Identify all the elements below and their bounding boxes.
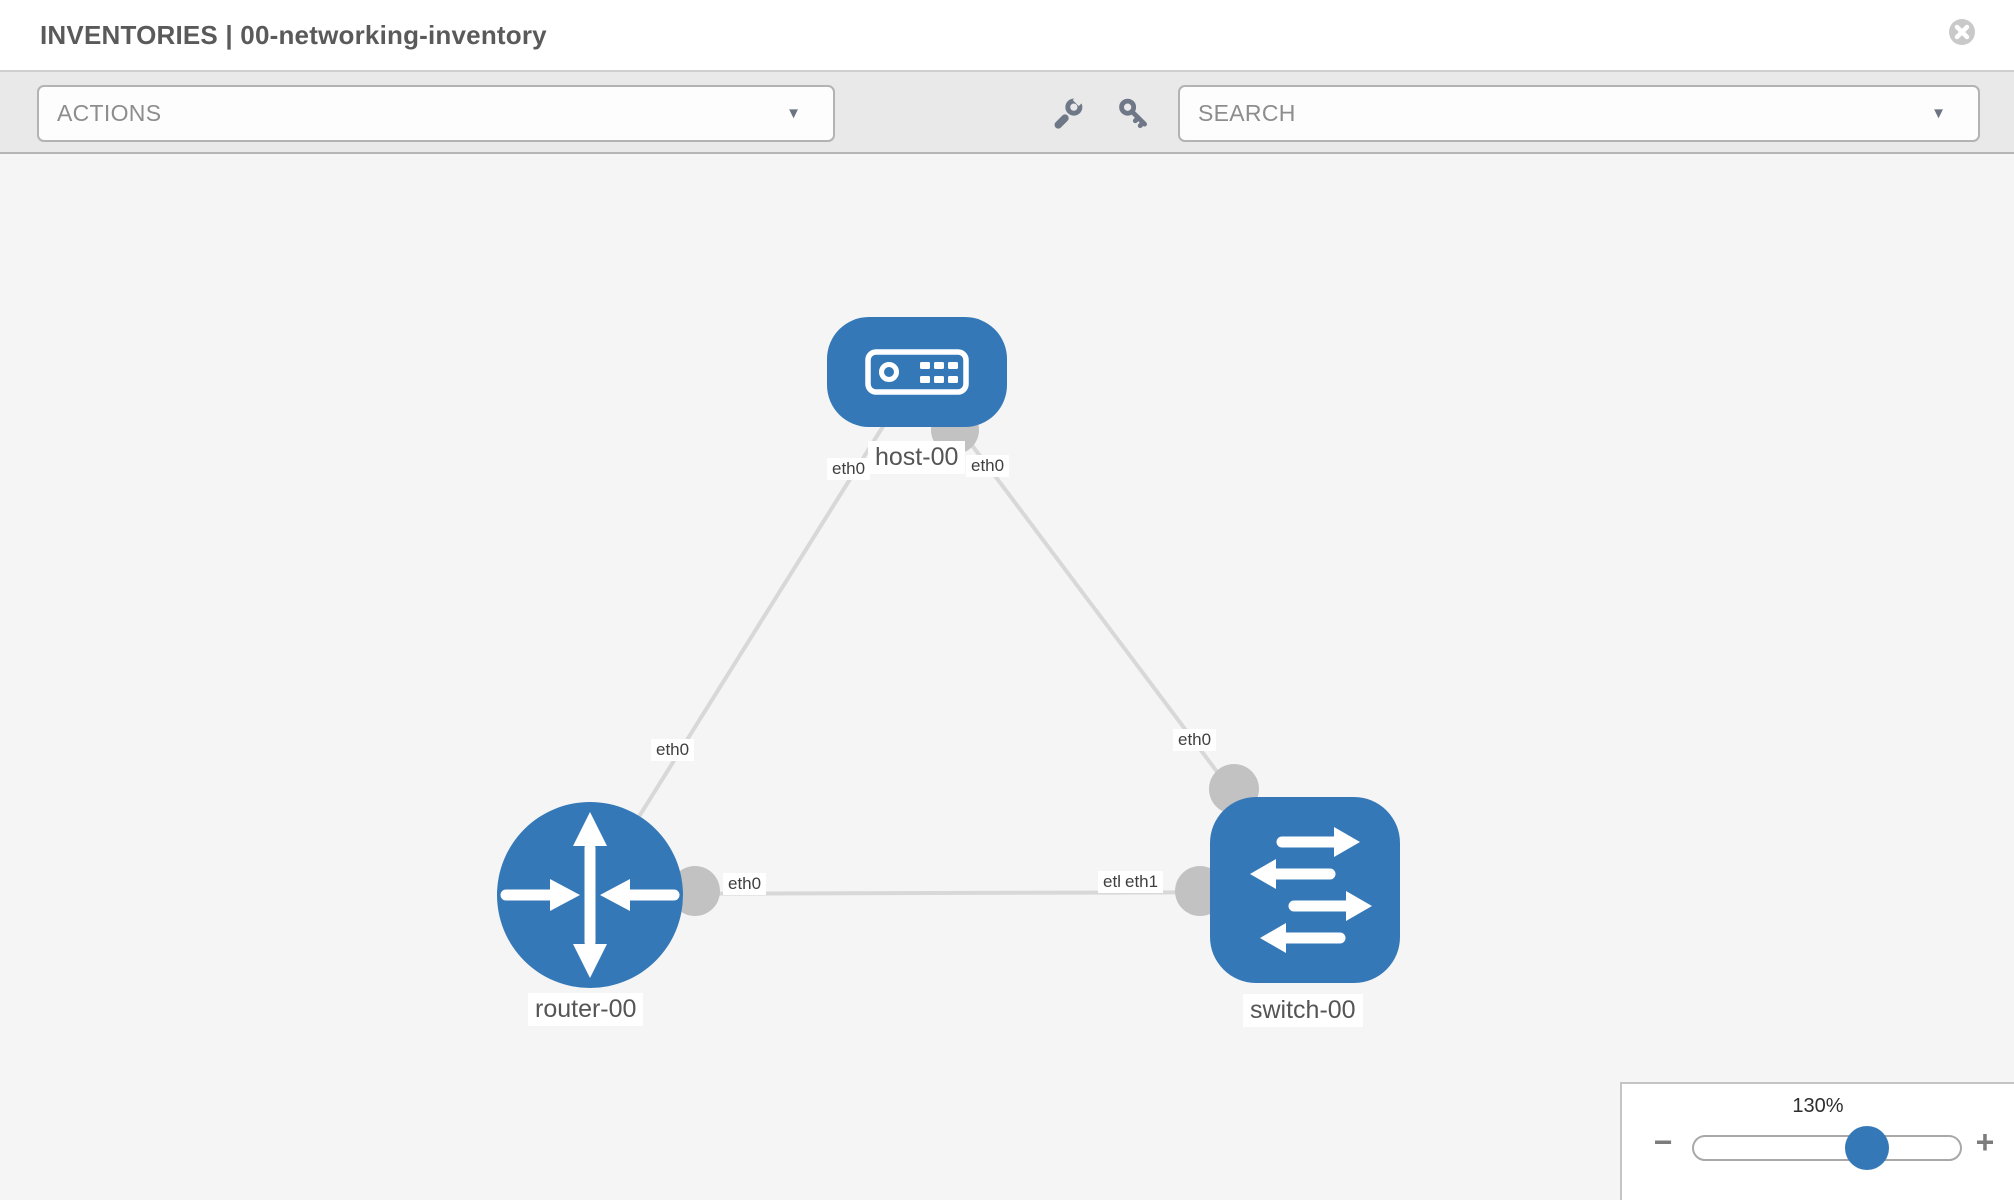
interface-label: eth0 [651,739,695,761]
search-placeholder: SEARCH [1198,100,1296,126]
node-label-router: router-00 [528,993,644,1026]
zoom-out-button[interactable]: − [1653,1124,1673,1160]
interface-label: eth0 [1173,729,1217,751]
zoom-slider-thumb[interactable] [1845,1126,1889,1170]
server-icon [865,349,969,395]
page-title: INVENTORIES | 00-networking-inventory [40,20,547,50]
zoom-level: 130% [1792,1095,1844,1117]
interface-label: eth0 [827,458,871,480]
node-router[interactable] [497,802,683,988]
switch-icon [1250,827,1372,953]
interface-label: eth1 [1120,871,1164,893]
zoom-in-button[interactable]: + [1975,1124,1995,1160]
chevron-down-icon: ▼ [786,105,801,122]
close-icon[interactable] [1948,18,1976,46]
toolbar: ACTIONS ▼ [0,72,2014,154]
router-icon [500,812,680,978]
interface-label: eth0 [966,455,1010,477]
key-icon[interactable] [1117,96,1151,130]
node-host[interactable] [827,317,1007,427]
interface-label: eth0 [723,873,767,895]
actions-dropdown-label: ACTIONS [57,100,162,126]
search-input[interactable]: SEARCH ▼ [1178,85,1980,142]
node-label-host: host-00 [868,441,966,474]
interface-dots [670,406,1259,916]
node-switch[interactable] [1210,797,1400,983]
zoom-slider[interactable] [1692,1126,1962,1170]
chevron-down-icon: ▼ [1931,105,1946,122]
zoom-panel: 130% − + [1620,1082,2014,1200]
node-label-switch: switch-00 [1243,994,1363,1027]
header: INVENTORIES | 00-networking-inventory [0,0,2014,72]
actions-dropdown[interactable]: ACTIONS ▼ [37,85,835,142]
wrench-icon[interactable] [1051,93,1086,130]
topology-canvas[interactable]: eth0 host-00 eth0 eth0 eth0 eth0 eth0 et… [0,154,2014,1200]
